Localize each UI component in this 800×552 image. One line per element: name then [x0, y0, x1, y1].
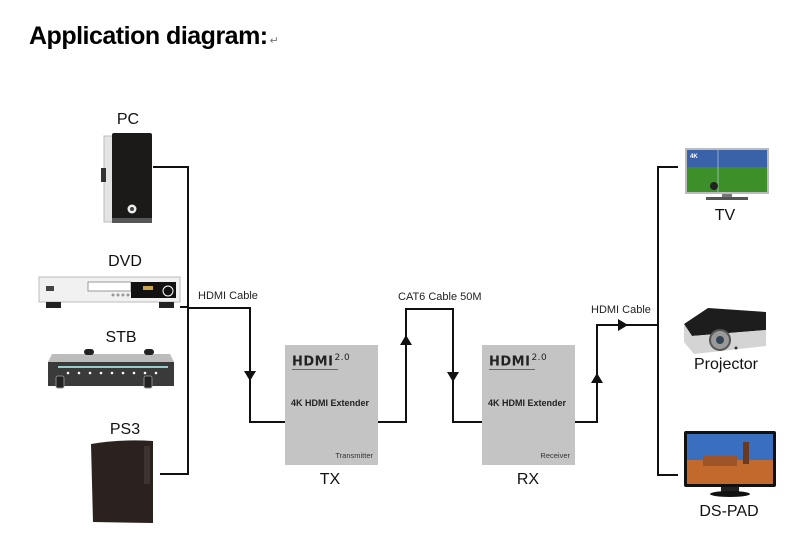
link-cable-label: CAT6 Cable 50M [398, 291, 482, 303]
hdmi-logo: HDMI2.0 [292, 353, 350, 369]
unit-role: Transmitter [335, 451, 373, 460]
set-top-box-icon [46, 346, 178, 397]
source-label-pc: PC [116, 111, 140, 128]
receiver-unit: HDMI2.0 4K HDMI Extender Receiver [482, 345, 575, 465]
pc-tower-icon [100, 132, 154, 229]
hdmi-brand: HDMI [292, 354, 334, 370]
page-title: Application diagram:↵ [29, 22, 279, 51]
game-console-icon [89, 440, 155, 529]
display-bus-line [657, 166, 678, 476]
tx-label: TX [319, 471, 341, 488]
hdmi-version: 2.0 [334, 353, 351, 363]
hdmi-version: 2.0 [531, 353, 548, 363]
display-label-projector: Projector [693, 356, 759, 373]
input-hdmi-line [188, 307, 285, 423]
output-cable-label: HDMI Cable [591, 304, 651, 316]
arrow-down-icon [447, 372, 459, 382]
tv-icon: 4K [684, 147, 770, 208]
hdmi-logo: HDMI2.0 [489, 353, 547, 369]
return-mark: ↵ [269, 35, 279, 47]
dvd-player-icon [38, 276, 182, 315]
hdmi-brand: HDMI [489, 354, 531, 370]
logo-underline [489, 369, 535, 370]
arrow-up-icon [400, 335, 412, 345]
arrow-right-icon [618, 319, 628, 331]
product-name: 4K HDMI Extender [291, 398, 370, 408]
cat6-line [378, 308, 482, 423]
title-text: Application diagram: [29, 22, 268, 50]
tv-badge: 4K [690, 154, 698, 160]
output-hdmi-line [574, 324, 658, 423]
source-bus-line [153, 166, 189, 475]
arrow-up-icon [591, 373, 603, 383]
arrow-down-icon [244, 371, 256, 381]
unit-role: Receiver [540, 451, 570, 460]
transmitter-unit: HDMI2.0 4K HDMI Extender Transmitter [285, 345, 378, 465]
source-label-dvd: DVD [108, 253, 142, 270]
source-label-ps3: PS3 [109, 421, 141, 438]
product-name: 4K HDMI Extender [488, 398, 567, 408]
display-label-ds-pad: DS-PAD [699, 503, 759, 520]
logo-underline [292, 369, 338, 370]
rx-label: RX [516, 471, 540, 488]
projector-icon [682, 302, 768, 361]
monitor-icon [683, 430, 777, 505]
input-cable-label: HDMI Cable [198, 290, 258, 302]
source-label-stb: STB [105, 329, 137, 346]
display-label-tv: TV [714, 207, 736, 224]
